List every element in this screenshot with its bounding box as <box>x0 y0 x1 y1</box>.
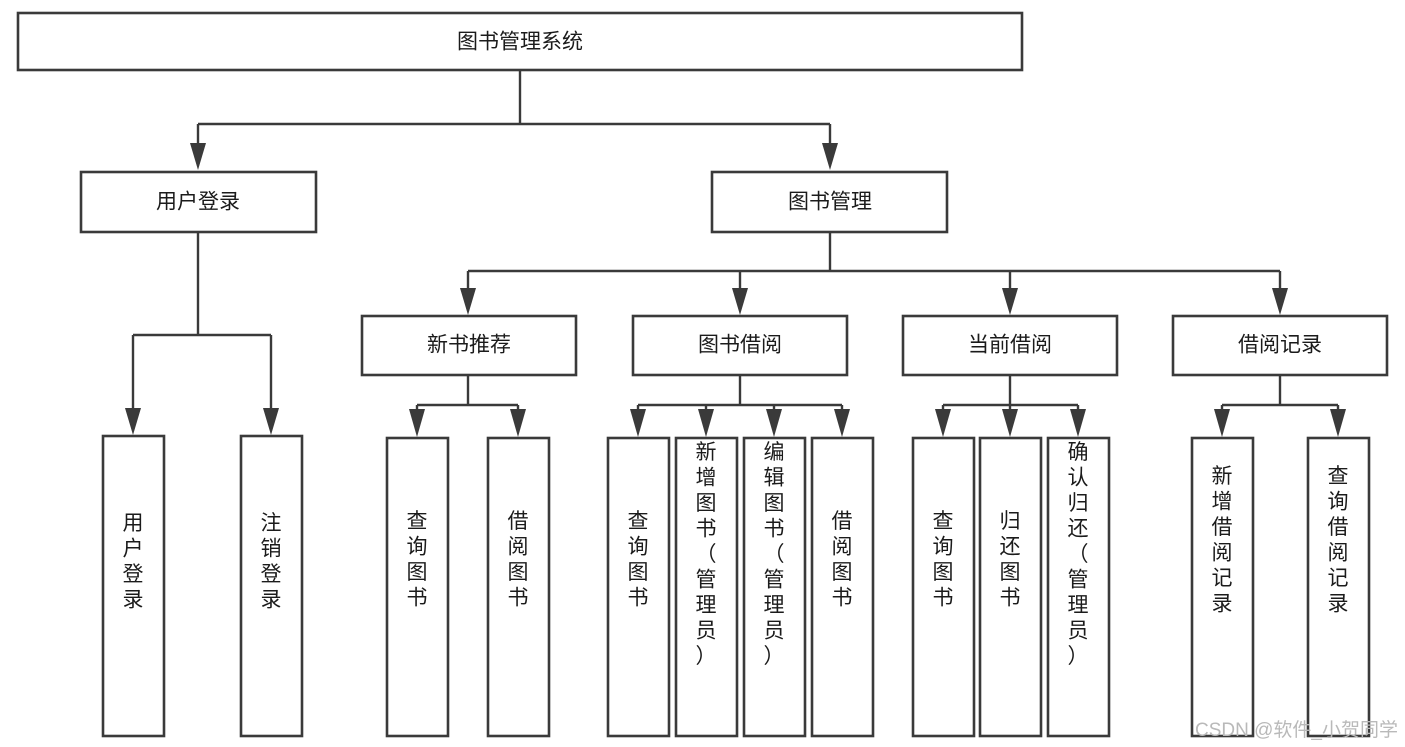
leaf-borrow-book-2-label: 借阅图书 <box>832 510 853 610</box>
leaf-confirm-return-label: 确认归还（管理员） <box>1068 441 1089 668</box>
node-new-book-recommend-label: 新书推荐 <box>427 334 511 357</box>
leaf-user-login[interactable]: 用户登录 <box>101 434 166 738</box>
leaf-query-book-3-box[interactable] <box>911 436 976 738</box>
node-book-manage-box[interactable] <box>710 170 949 234</box>
arrow-head-leaf-query-book-1 <box>409 409 425 437</box>
leaf-borrow-book-1-label: 借阅图书 <box>508 510 529 610</box>
leaf-user-login-label: 用户登录 <box>123 512 144 612</box>
leaf-query-book-1[interactable]: 查询图书 <box>385 436 450 738</box>
leaf-edit-book[interactable]: 编辑图书（管理员） <box>742 436 807 738</box>
connector-group-user-login <box>125 232 279 435</box>
leaf-query-book-3[interactable]: 查询图书 <box>911 436 976 738</box>
connector-group-new-book-recommend <box>409 375 526 437</box>
node-current-borrow-label: 当前借阅 <box>968 334 1052 357</box>
leaf-borrow-book-2[interactable]: 借阅图书 <box>810 436 875 738</box>
connector-group-root <box>190 70 838 170</box>
connector-group-current-borrow <box>935 375 1086 437</box>
node-borrow-record-box[interactable] <box>1171 314 1389 377</box>
arrow-head-leaf-add-book <box>698 409 714 437</box>
node-current-borrow[interactable]: 当前借阅 <box>901 314 1119 377</box>
node-book-borrow-label: 图书借阅 <box>698 334 782 357</box>
leaf-logout-login[interactable]: 注销登录 <box>239 434 304 738</box>
leaf-query-record-label: 查询借阅记录 <box>1328 465 1349 616</box>
leaf-query-book-2[interactable]: 查询图书 <box>606 436 671 738</box>
node-root-box[interactable] <box>16 11 1024 72</box>
leaf-query-book-1-box[interactable] <box>385 436 450 738</box>
node-user-login-box[interactable] <box>79 170 318 234</box>
watermark-label: CSDN @软件_小贺同学 <box>1195 719 1398 741</box>
connector-group-book-manage <box>460 232 1288 315</box>
node-root-label: 图书管理系统 <box>457 31 583 54</box>
leaf-add-record-label: 新增借阅记录 <box>1212 465 1233 616</box>
node-borrow-record-label: 借阅记录 <box>1238 334 1322 357</box>
arrow-head-new-book-recommend <box>460 288 476 315</box>
leaf-query-book-1-label: 查询图书 <box>407 510 428 610</box>
leaf-confirm-return[interactable]: 确认归还（管理员） <box>1046 436 1111 738</box>
leaf-edit-book-label: 编辑图书（管理员） <box>764 441 785 668</box>
leaf-return-book[interactable]: 归还图书 <box>978 436 1043 738</box>
arrow-head-leaf-query-record <box>1330 409 1346 437</box>
leaf-logout-login-box[interactable] <box>239 434 304 738</box>
arrow-head-leaf-edit-book <box>766 409 782 437</box>
node-book-borrow[interactable]: 图书借阅 <box>631 314 849 377</box>
arrow-head-leaf-confirm-return <box>1070 409 1086 437</box>
leaf-query-book-3-label: 查询图书 <box>933 510 954 610</box>
arrow-head-book-borrow <box>732 288 748 315</box>
node-new-book-recommend-box[interactable] <box>360 314 578 377</box>
leaf-add-book-box[interactable] <box>674 436 739 738</box>
node-book-manage[interactable]: 图书管理 <box>710 170 949 234</box>
arrow-head-user-login <box>190 143 206 170</box>
leaf-edit-book-box[interactable] <box>742 436 807 738</box>
connector-group-book-borrow <box>630 375 850 437</box>
arrow-head-leaf-borrow-book-2 <box>834 409 850 437</box>
arrow-head-borrow-record <box>1272 288 1288 315</box>
arrow-head-leaf-logout-login <box>263 408 279 435</box>
node-user-login[interactable]: 用户登录 <box>79 170 318 234</box>
leaf-user-login-box[interactable] <box>101 434 166 738</box>
connector-group-borrow-record <box>1214 375 1346 437</box>
node-borrow-record[interactable]: 借阅记录 <box>1171 314 1389 377</box>
arrow-head-leaf-borrow-book-1 <box>510 409 526 437</box>
leaf-borrow-book-2-box[interactable] <box>810 436 875 738</box>
arrow-head-leaf-query-book-2 <box>630 409 646 437</box>
node-current-borrow-box[interactable] <box>901 314 1119 377</box>
leaf-query-record[interactable]: 查询借阅记录 <box>1306 436 1371 738</box>
leaf-query-book-2-label: 查询图书 <box>628 510 649 610</box>
arrow-head-current-borrow <box>1002 288 1018 315</box>
leaf-return-book-box[interactable] <box>978 436 1043 738</box>
arrow-head-leaf-query-book-3 <box>935 409 951 437</box>
leaf-query-book-2-box[interactable] <box>606 436 671 738</box>
node-book-borrow-box[interactable] <box>631 314 849 377</box>
leaf-borrow-book-1[interactable]: 借阅图书 <box>486 436 551 738</box>
leaf-add-record[interactable]: 新增借阅记录 <box>1190 436 1255 738</box>
node-book-manage-label: 图书管理 <box>788 191 872 214</box>
arrow-head-book-manage <box>822 143 838 170</box>
leaf-add-book-label: 新增图书（管理员） <box>696 441 717 668</box>
leaf-add-record-box[interactable] <box>1190 436 1255 738</box>
arrow-head-leaf-return-book <box>1002 409 1018 437</box>
leaf-borrow-book-1-box[interactable] <box>486 436 551 738</box>
leaf-add-book[interactable]: 新增图书（管理员） <box>674 436 739 738</box>
node-user-login-label: 用户登录 <box>156 191 240 214</box>
leaf-return-book-label: 归还图书 <box>1000 510 1021 610</box>
node-new-book-recommend[interactable]: 新书推荐 <box>360 314 578 377</box>
arrow-head-leaf-user-login <box>125 408 141 435</box>
leaf-confirm-return-box[interactable] <box>1046 436 1111 738</box>
leaf-query-record-box[interactable] <box>1306 436 1371 738</box>
node-root[interactable]: 图书管理系统 <box>16 11 1024 72</box>
arrow-head-leaf-add-record <box>1214 409 1230 437</box>
leaf-logout-login-label: 注销登录 <box>261 512 282 612</box>
